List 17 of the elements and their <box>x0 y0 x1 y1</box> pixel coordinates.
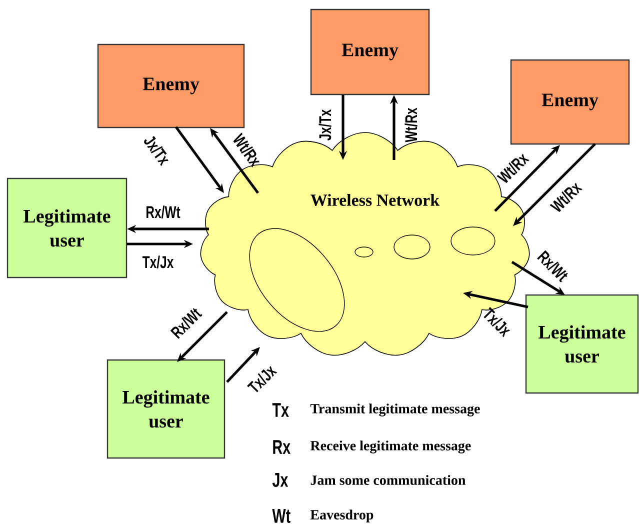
legend-text: Receive legitimate message <box>310 440 471 454</box>
user-box: Legitimate user <box>525 294 639 394</box>
legend-text: Transmit legitimate message <box>310 404 480 416</box>
user-box: Legitimate user <box>106 359 226 459</box>
edge-label: Rx/Wt <box>146 206 180 218</box>
enemy-box: Enemy <box>510 59 630 145</box>
edge-label: Tx/Jx <box>142 256 174 268</box>
legend-text: Eavesdrop <box>310 510 374 522</box>
enemy-box: Enemy <box>97 44 245 128</box>
user-box: Legitimate user <box>6 178 128 278</box>
legend-text: Jam some communication <box>310 475 466 485</box>
abbreviation: Wt <box>272 509 290 523</box>
abbreviation: Jx <box>272 473 288 487</box>
edge-label: Tx/Jx <box>247 366 278 392</box>
abbreviation: Rx <box>273 440 290 454</box>
abbreviation: Tx <box>272 403 289 417</box>
enemy-box: Enemy <box>310 8 430 96</box>
